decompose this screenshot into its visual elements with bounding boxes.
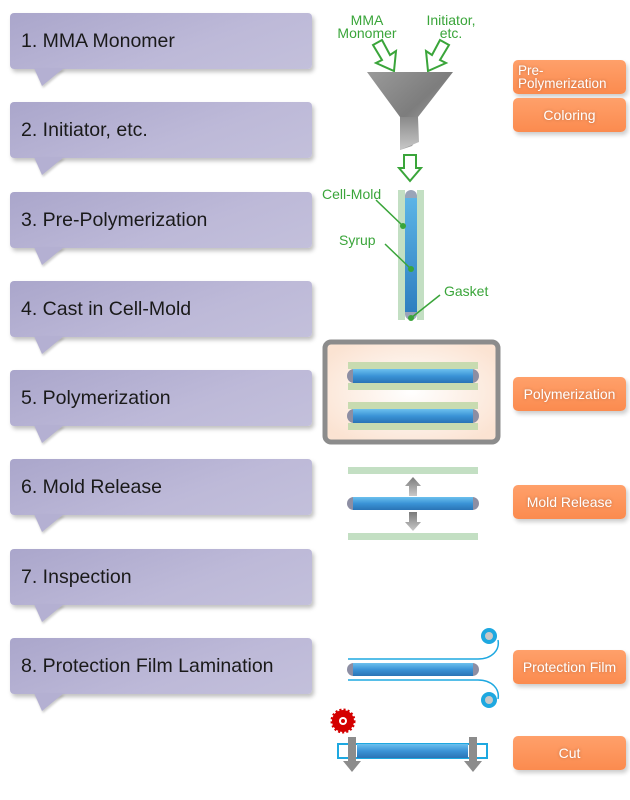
label-line: MMA [350,12,384,28]
funnel-icon [367,72,453,150]
step-7-inspection: 7. Inspection [10,549,312,605]
tag-coloring: Coloring [513,98,626,132]
step-label: 1. MMA Monomer [21,29,175,52]
saw-blade-icon [330,708,356,734]
step-label: 4. Cast in Cell-Mold [21,297,192,320]
polymerization-oven-icon [322,339,501,445]
step-label: 7. Inspection [21,565,132,588]
tag-mold-release: Mold Release [513,485,626,519]
label-line: Initiator, [426,12,476,28]
protection-film-icon [347,628,500,708]
cut-icon [330,708,488,772]
step-1-mma-monomer: 1. MMA Monomer [10,13,312,69]
step-label: 2. Initiator, etc. [21,118,148,141]
tag-protection-film: Protection Film [513,650,626,684]
step-label: 5. Polymerization [21,386,171,409]
label-gasket: Gasket [444,283,489,299]
step-label: 6. Mold Release [21,475,162,498]
tag-cut: Cut [513,736,626,770]
step-label: 8. Protection Film Lamination [21,654,274,677]
label-initiator: Initiator, etc. [418,12,484,41]
label-line: Monomer [337,25,397,41]
step-8-protection-film-lamination: 8. Protection Film Lamination [10,638,312,694]
label-cell-mold: Cell-Mold [322,186,382,202]
down-arrow-icon [396,154,424,183]
label-syrup: Syrup [339,232,376,248]
step-6-mold-release: 6. Mold Release [10,459,312,515]
tag-line: Pre- [518,63,544,78]
input-arrow-mma-icon [371,38,398,73]
step-4-cast-in-cell-mold: 4. Cast in Cell-Mold [10,281,312,337]
label-line: etc. [439,25,463,41]
tag-polymerization: Polymerization [513,377,626,411]
label-mma-monomer: MMA Monomer [330,12,404,41]
step-5-polymerization: 5. Polymerization [10,370,312,426]
step-3-pre-polymerization: 3. Pre-Polymerization [10,192,312,248]
mold-release-icon [347,467,479,540]
tag-pre-polymerization: Pre- Polymerization [513,60,626,94]
step-2-initiator: 2. Initiator, etc. [10,102,312,158]
step-label: 3. Pre-Polymerization [21,208,208,231]
input-arrow-initiator-icon [424,38,451,73]
tag-line: Polymerization [518,76,607,91]
cell-mold-icon [375,190,441,321]
